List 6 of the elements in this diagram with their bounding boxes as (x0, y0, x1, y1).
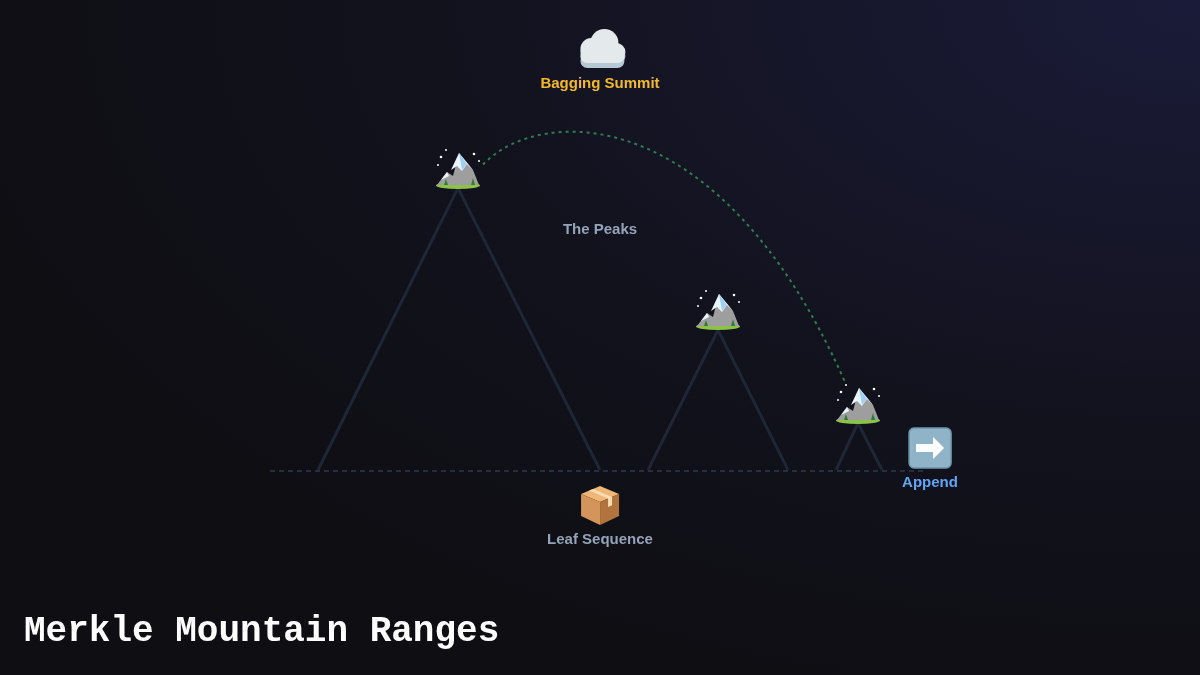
dashed-curve (482, 130, 846, 382)
summit-label: Bagging Summit (540, 74, 660, 92)
page-title: Merkle Mountain Ranges (24, 610, 500, 654)
append-label: Append (902, 473, 958, 491)
peaks-label: The Peaks (562, 220, 638, 238)
leaf-sequence-label: Leaf Sequence (547, 530, 653, 548)
